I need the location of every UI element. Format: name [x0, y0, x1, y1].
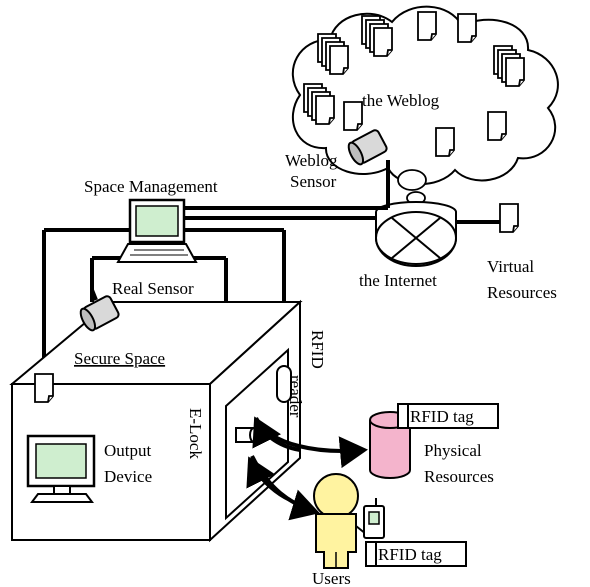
resource-rfid-tag: RFID tag	[397, 403, 499, 429]
user-rfid-device-icon	[363, 498, 385, 539]
physical-resources-label-line1: Physical	[424, 441, 482, 460]
output-document-icon	[34, 373, 54, 403]
weblog-document-icon	[417, 11, 437, 41]
rfid-reader-label-line2: reader	[286, 375, 305, 418]
output-device-label-line1: Output	[104, 441, 152, 460]
virtual-resource-document-icon	[499, 203, 519, 233]
e-lock-label: E-Lock	[186, 408, 205, 459]
virtual-resources-label-line1: Virtual	[487, 257, 534, 276]
e-lock-icon	[235, 427, 259, 443]
users-label: Users	[312, 569, 351, 587]
output-device-label-line2: Device	[104, 467, 152, 486]
physical-resources-label-line2: Resources	[424, 467, 494, 486]
internet-label: the Internet	[359, 271, 437, 290]
space-management-laptop-icon	[116, 198, 198, 263]
weblog-sensor-label-line1: Weblog	[285, 151, 338, 170]
weblog-label: the Weblog	[362, 91, 440, 110]
space-management-label: Space Management	[84, 177, 218, 196]
user-rfid-tag-label: RFID tag	[378, 545, 442, 564]
real-sensor-label: Real Sensor	[112, 279, 194, 298]
thought-bubbles	[397, 169, 427, 205]
rfid-reader-label-line1: RFID	[308, 330, 327, 369]
user-rfid-tag: RFID tag	[365, 541, 467, 567]
user-figure-icon	[313, 473, 367, 569]
virtual-resources-label-line2: Resources	[487, 283, 557, 302]
resource-rfid-tag-label: RFID tag	[410, 407, 474, 426]
real-sensor-camera-icon	[79, 295, 120, 332]
output-device-monitor-icon	[26, 434, 96, 503]
weblog-sensor-label-line2: Sensor	[290, 172, 337, 191]
internet-globe-icon	[375, 201, 457, 267]
secure-space-label: Secure Space	[74, 349, 165, 368]
weblog-document-icon	[487, 111, 507, 141]
weblog-document-icon	[343, 101, 363, 131]
lock-resource-arrow	[252, 416, 368, 469]
weblog-document-icon	[457, 13, 477, 43]
weblog-document-icon	[435, 127, 455, 157]
lock-user-arrow	[246, 455, 320, 521]
weblog-sensor-camera-icon	[347, 129, 388, 166]
